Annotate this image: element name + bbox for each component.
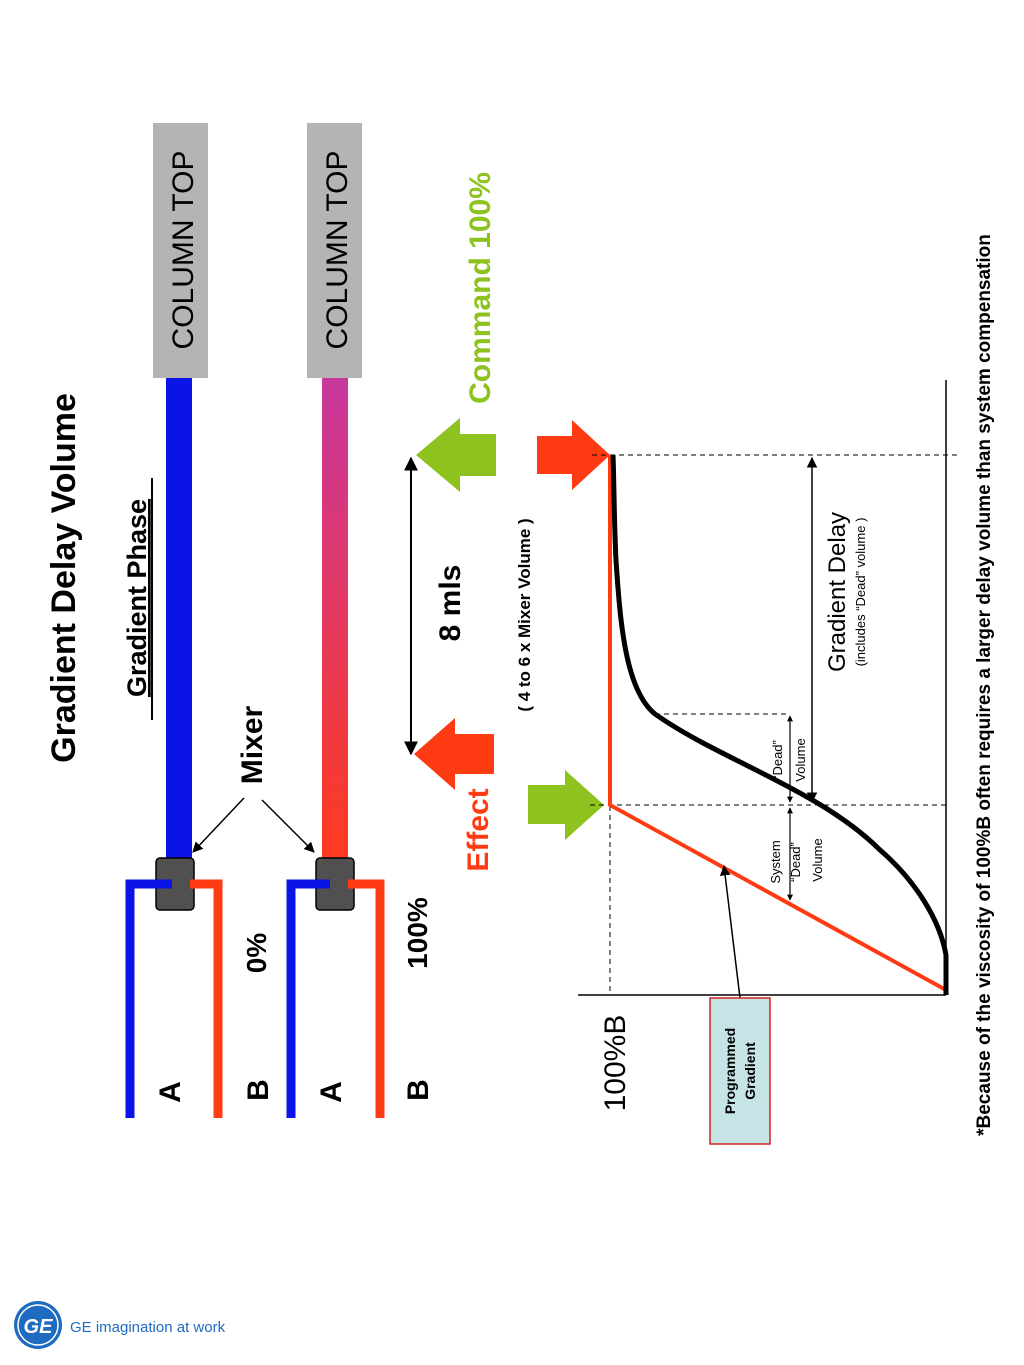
volume-label: 8 mls [434,565,467,642]
programmed-gradient-line [608,455,947,992]
command-label: Command 100% [464,172,497,404]
effect-arrow [414,718,494,790]
programmed-gradient-box [709,997,771,1145]
gradient-delay-label: Gradient Delay [824,512,851,672]
pump-b-label-bottom: B [402,1079,435,1101]
pump-b-label-top: B [242,1079,275,1101]
page-subtitle: Gradient Phase [122,499,152,697]
dead-volume-text-2: Volume [793,738,808,781]
axis-label-100b: 100%B [599,1015,632,1112]
mixed-line-top [166,378,192,863]
ge-logo: GE GE imagination at work [14,1301,226,1349]
dead-volume-text-1: “Dead” [770,740,785,780]
ge-logo-monogram: GE [24,1316,54,1338]
footnote: *Because of the viscosity of 100%B often… [974,234,995,1136]
gradient-delay-note: (includes “Dead” volume ) [853,518,868,667]
solvent-a-line-bottom [286,879,330,1118]
column-top-box-2 [307,123,362,378]
column-top-label-1: COLUMN TOP [167,151,200,350]
ge-logo-circle [14,1301,62,1349]
percent-label-top: 0% [241,933,272,974]
page-title: Gradient Delay Volume [45,393,83,763]
solvent-b-line-bottom [348,879,385,1118]
command-marker-arrow [537,420,610,490]
volume-note: ( 4 to 6 x Mixer Volume ) [515,518,534,711]
solvent-a-line-top [125,879,172,1118]
system-dead-text-2: “Dead” [788,842,803,882]
column-top-label-2: COLUMN TOP [321,151,354,350]
effect-marker-arrow [528,770,604,840]
system-dead-text-3: Volume [810,838,825,881]
pump-a-label-top: A [154,1081,187,1103]
programmed-gradient-text-2: Gradient [742,1042,758,1100]
solvent-b-line-top [190,879,223,1118]
programmed-gradient-text-1: Programmed [722,1028,738,1114]
mixer-pointer-top [192,797,245,853]
command-arrow [416,418,496,492]
mixed-line-bottom-gradient [322,378,348,863]
column-top-box-1 [153,123,208,378]
system-dead-text-1: System [768,840,783,883]
actual-gradient-curve [610,454,949,995]
percent-label-bottom: 100% [402,897,433,969]
programmed-gradient-pointer [719,864,741,999]
ge-logo-text: GE imagination at work [70,1319,226,1336]
mixer-pointer-bottom [261,799,315,853]
mixer-label: Mixer [236,705,269,784]
ge-logo-ring [17,1304,59,1346]
pump-a-label-bottom: A [315,1081,348,1103]
effect-label: Effect [462,788,495,871]
